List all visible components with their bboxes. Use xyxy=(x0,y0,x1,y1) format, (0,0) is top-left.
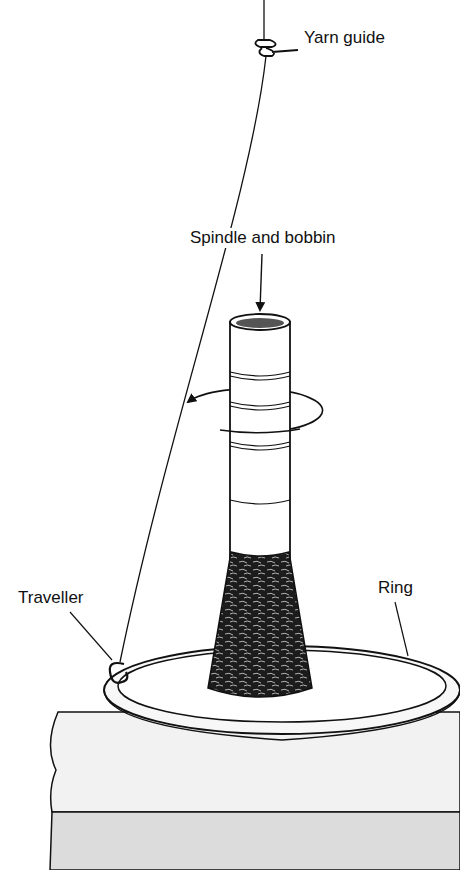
yarn-guide xyxy=(255,40,298,56)
part-label: Spindle and bobbin xyxy=(188,228,338,248)
part-label: Ring xyxy=(376,578,415,598)
part-label: Traveller xyxy=(16,588,86,608)
yarn xyxy=(120,56,266,662)
part-label: Yarn guide xyxy=(302,28,387,48)
leader-line xyxy=(260,254,262,310)
spindle-tube xyxy=(230,322,290,562)
leader-line xyxy=(70,612,112,660)
ring-rail-front xyxy=(50,812,460,870)
traveller xyxy=(110,663,128,683)
leader-line xyxy=(395,602,408,656)
yarn xyxy=(263,0,264,40)
bobbin-yarn xyxy=(208,552,312,697)
